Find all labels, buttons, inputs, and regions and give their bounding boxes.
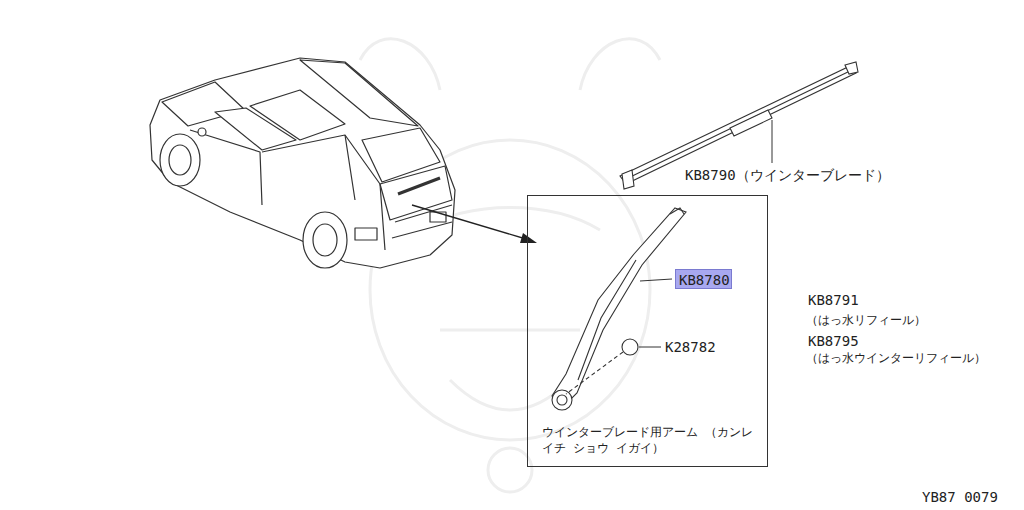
part-number: K28782 [665, 339, 716, 355]
leader-line [639, 347, 661, 348]
part-note: （はっ水リフィール） [806, 313, 926, 327]
highlighted-part-number: KB8780 [675, 269, 732, 289]
part-number: KB8791 [808, 292, 859, 308]
pointer-arrow [412, 205, 537, 243]
leader-line [640, 279, 672, 281]
part-note: （はっ水ウインターリフィール） [806, 351, 986, 365]
wiper-arm [552, 208, 686, 410]
watermark [360, 39, 660, 492]
part-number: KB8790（ウインターブレード） [685, 167, 890, 183]
car-illustration [150, 58, 455, 268]
part-number: KB8780 [679, 272, 728, 288]
leader-line [772, 120, 773, 163]
group-caption: ウインターブレード用アーム （カンレイチ ショウ イガイ） [542, 424, 760, 456]
part-number: KB8795 [808, 333, 859, 349]
part-group-box: ウインターブレード用アーム （カンレイチ ショウ イガイ） KB8780 [527, 195, 768, 467]
diagram-code: YB87 0079 [922, 489, 998, 505]
